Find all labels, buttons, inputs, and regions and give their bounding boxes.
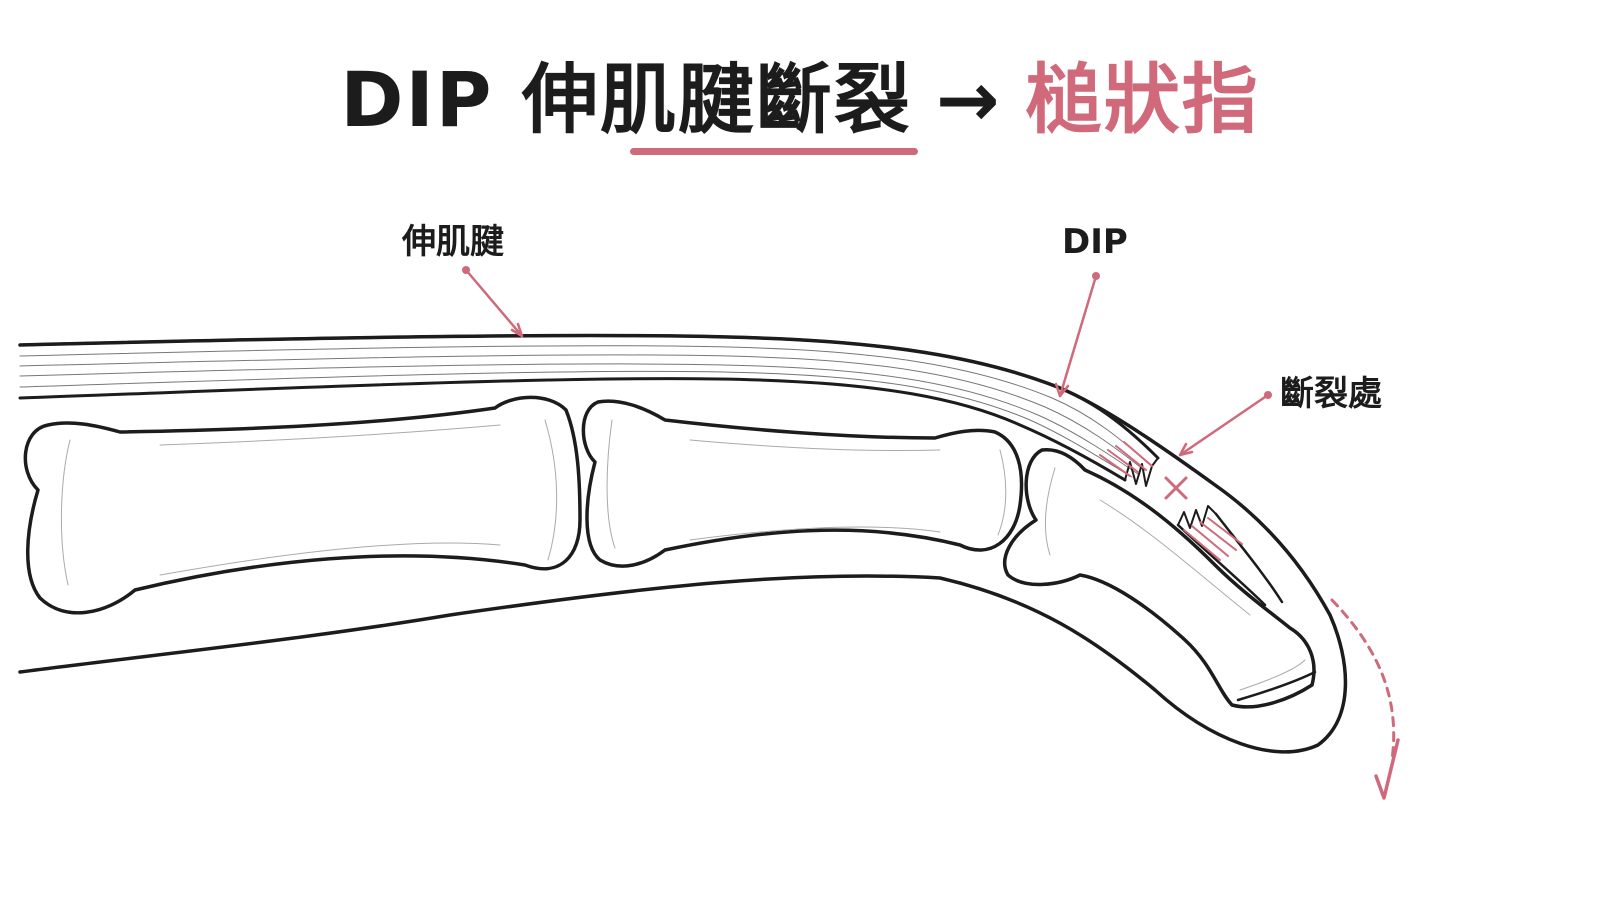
tendon-stump-proximal-fray [1099,441,1153,477]
finger-skin-outline [18,333,1348,754]
middle-phalanx [581,399,1024,568]
label-dip-joint: DIP [1062,222,1128,262]
title-underline [630,148,918,155]
tendon-stump-proximal [1124,457,1159,487]
label-extensor-tendon: 伸肌腱 [402,222,504,262]
distal-phalanx [1002,447,1316,709]
title-accent: 槌狀指 [1025,55,1260,144]
extensor-tendon-bottom [18,377,1127,482]
leader-line-tendon [462,266,524,338]
leader-line-dip [1054,272,1100,398]
tendon-fibers [19,345,1151,478]
proximal-phalanx-shading [60,419,558,586]
extensor-tendon-top [18,334,1160,460]
middle-phalanx-shading [606,419,1007,549]
distal-phalanx-shading [1044,467,1306,691]
leader-line-rupture [1178,391,1272,457]
page-title: DIP 伸肌腱斷裂 → 槌狀指 [0,38,1600,148]
proximal-phalanx [23,395,582,615]
rupture-x-mark [1164,476,1188,500]
title-main: DIP 伸肌腱斷裂 [340,55,912,144]
droop-arrow [1330,598,1396,762]
label-rupture-site: 斷裂處 [1280,374,1382,414]
title-arrow: → [935,55,1002,144]
tendon-stump-distal-fray [1183,517,1243,561]
droop-arrow-head [1374,738,1400,800]
tendon-stump-distal [1177,505,1217,529]
nail-edge [1236,670,1317,702]
